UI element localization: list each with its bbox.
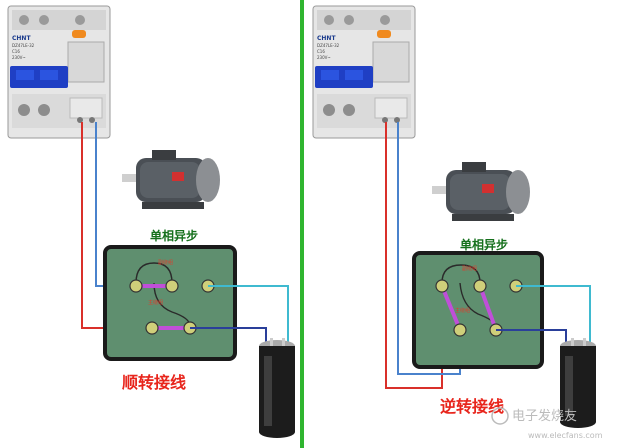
right-motor: [432, 162, 530, 221]
left-terminals: [129, 279, 215, 335]
right-terminal-b1: [453, 323, 467, 337]
watermark-url: www.elecfans.com: [528, 431, 603, 440]
right-motor-label: 单相异步: [460, 237, 508, 252]
right-terminal-t2: [473, 279, 487, 293]
right-wire-cap-cyan: [516, 285, 591, 346]
left-terminal-t1: [129, 279, 143, 293]
left-test-button: [72, 30, 86, 38]
watermark-text: 电子发烧友: [512, 408, 577, 424]
right-winding-bottom-label: 主绕组: [455, 307, 470, 314]
right-breaker-brand: CHNT: [317, 35, 336, 42]
right-caption: 逆转接线: [440, 397, 504, 416]
watermark-logo-icon: [491, 407, 509, 425]
left-breaker-line2: 230V~: [12, 55, 26, 60]
left-winding-bottom-arc: [153, 282, 191, 327]
right-terminal-box: [412, 251, 544, 369]
left-caption: 顺转接线: [122, 373, 186, 392]
left-motor: [122, 150, 220, 209]
right-wire-cap-navy: [496, 329, 567, 346]
right-breaker-model: DZ47LE-32: [317, 43, 340, 48]
left-breaker-line1: C16: [12, 49, 20, 54]
left-motor-label: 单相异步: [150, 228, 198, 243]
right-winding-top-label: 副绕组: [462, 265, 477, 272]
right-terminal-t1: [435, 279, 449, 293]
right-capacitor: [560, 338, 596, 428]
right-breaker-line1: C16: [317, 49, 325, 54]
right-winding-top-arc: [441, 264, 481, 284]
left-breaker: CHNT DZ47LE-32 C16 230V~: [7, 5, 111, 139]
right-test-button: [377, 30, 391, 38]
left-wire-cap-navy: [190, 327, 267, 346]
left-winding-top-arc: [135, 262, 173, 284]
left-terminal-b1: [145, 321, 159, 335]
right-terminals: [435, 279, 523, 337]
watermark: 电子发烧友 www.elecfans.com: [491, 407, 603, 440]
left-breaker-brand: CHNT: [12, 35, 31, 42]
right-breaker: CHNT DZ47LE-32 C16 230V~: [312, 5, 416, 139]
left-winding-bottom-label: 主绕组: [148, 299, 163, 306]
left-terminal-t2: [165, 279, 179, 293]
right-panel: CHNT DZ47LE-32 C16 230V~: [312, 5, 603, 440]
left-wire-cap-cyan: [208, 285, 289, 346]
right-breaker-line2: 230V~: [317, 55, 331, 60]
center-divider: [300, 0, 304, 448]
left-capacitor: [259, 338, 295, 438]
right-jumper-diagonal-a: [440, 285, 462, 331]
right-jumper-diagonal-b: [478, 285, 498, 331]
left-breaker-model: DZ47LE-32: [12, 43, 35, 48]
left-panel: CHNT DZ47LE-32 C16 230V~: [7, 5, 295, 438]
left-winding-top-label: 副绕组: [158, 259, 173, 266]
